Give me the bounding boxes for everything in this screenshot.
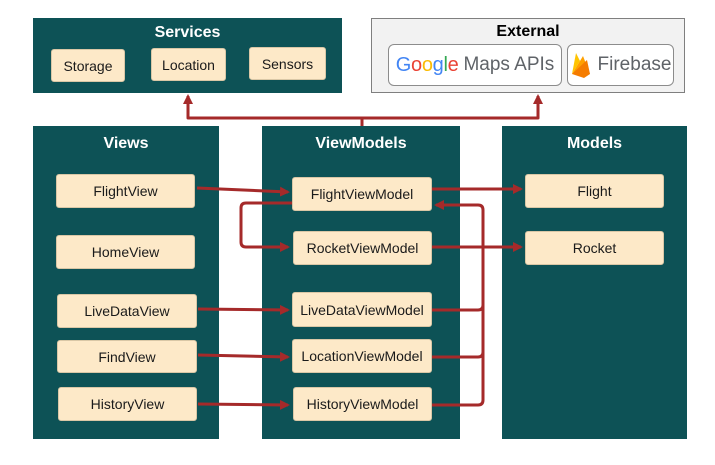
google-wordmark: Google <box>396 54 459 77</box>
model-rocket: Rocket <box>525 231 664 265</box>
external-title: External <box>496 23 560 40</box>
views-panel: Views FlightView HomeView LiveDataView F… <box>33 126 219 439</box>
google-letter: o <box>421 53 433 76</box>
viewmodel-rocket: RocketViewModel <box>293 231 432 265</box>
arrow-livedataview-to-vm <box>197 304 290 315</box>
arrow-vms-to-flightvm <box>432 200 485 312</box>
viewmodels-panel: ViewModels FlightViewModel RocketViewMod… <box>262 126 460 439</box>
firebase-flame-icon <box>571 53 590 78</box>
models-panel: Models Flight Rocket <box>502 126 687 439</box>
google-letter: e <box>447 53 459 76</box>
view-flight: FlightView <box>56 174 195 208</box>
view-history: HistoryView <box>58 387 197 421</box>
arrow-viewmodels-to-external <box>362 94 543 120</box>
firebase-label: Firebase <box>597 54 672 75</box>
services-panel: Services Storage Location Sensors <box>33 18 342 93</box>
arrow-viewmodels-to-services <box>183 94 364 126</box>
view-livedata: LiveDataView <box>57 294 197 328</box>
service-storage: Storage <box>51 49 125 82</box>
arrow-findview-to-vm <box>197 351 290 362</box>
model-flight: Flight <box>525 174 664 208</box>
google-maps-logo: Google Maps APIs <box>388 44 562 86</box>
service-sensors: Sensors <box>249 47 326 80</box>
service-location: Location <box>151 48 226 81</box>
services-title: Services <box>154 24 221 41</box>
viewmodels-title: ViewModels <box>315 135 407 152</box>
view-find: FindView <box>57 340 197 373</box>
viewmodel-livedata: LiveDataViewModel <box>292 292 432 327</box>
external-panel: External Google Maps APIs Firebase <box>371 18 685 93</box>
google-letter: l <box>443 53 448 76</box>
models-title: Models <box>566 135 623 152</box>
arrow-locationvm-join <box>432 305 485 359</box>
arrow-flightvm-to-rocketvm <box>239 201 292 252</box>
viewmodel-flight: FlightViewModel <box>292 177 432 211</box>
arrow-historyvm-join <box>432 352 485 407</box>
google-letter: g <box>432 53 444 76</box>
google-maps-suffix: Maps APIs <box>463 54 555 75</box>
view-home: HomeView <box>56 235 195 269</box>
viewmodel-location: LocationViewModel <box>292 339 432 373</box>
viewmodel-history: HistoryViewModel <box>293 387 432 421</box>
firebase-logo: Firebase <box>567 44 674 86</box>
google-letter: G <box>395 53 412 76</box>
views-title: Views <box>103 135 149 152</box>
arrow-historyview-to-vm <box>197 399 290 410</box>
arrow-flightview-to-vm <box>196 186 290 197</box>
google-letter: o <box>410 53 422 76</box>
